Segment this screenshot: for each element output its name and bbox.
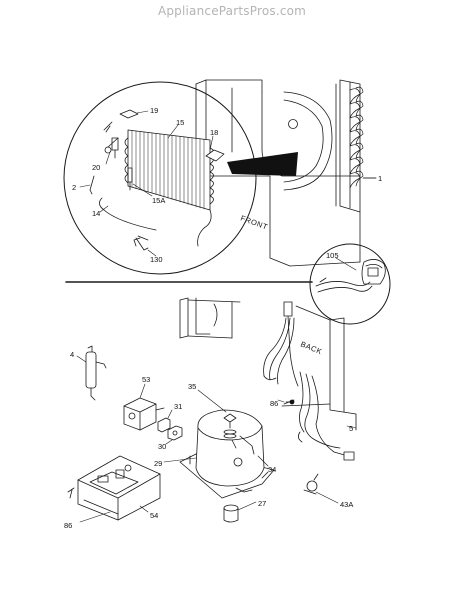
label-86-right: 86	[270, 399, 278, 408]
part-31-30-connectors	[157, 417, 183, 441]
label-86-left: 86	[64, 521, 72, 530]
part-27-grommet	[223, 504, 239, 523]
label-15: 15	[176, 118, 184, 127]
part-54-electrical-box	[77, 455, 161, 521]
part-86-screws	[67, 399, 295, 499]
label-18: 18	[210, 128, 218, 137]
label-20: 20	[92, 163, 100, 172]
part-29-compressor	[179, 409, 275, 499]
label-54: 54	[150, 511, 158, 520]
label-15A: 15A	[152, 196, 165, 205]
leader-lines-bottom	[76, 355, 357, 523]
label-5: 5	[349, 424, 353, 433]
overload-detail-callout	[309, 243, 391, 325]
wiring-harness	[263, 317, 355, 461]
lower-cabinet	[179, 297, 357, 431]
evaporator-detail-callout	[63, 81, 298, 275]
label-1: 1	[378, 174, 382, 183]
label-53: 53	[142, 375, 150, 384]
label-105: 105	[326, 251, 339, 260]
watermark: AppliancePartsPros.com	[157, 4, 307, 18]
label-35: 35	[188, 382, 196, 391]
label-29: 29	[154, 459, 162, 468]
label-34: 34	[268, 465, 276, 474]
label-27: 27	[258, 499, 266, 508]
part-43A-clamp	[303, 473, 319, 495]
label-43A: 43A	[340, 500, 353, 509]
label-2: 2	[72, 183, 76, 192]
evaporator-coil	[124, 129, 214, 247]
label-4: 4	[70, 350, 74, 359]
label-14: 14	[92, 209, 100, 218]
label-19: 19	[150, 106, 158, 115]
condenser-coil	[349, 86, 377, 189]
direction-front: FRONT	[239, 213, 269, 231]
label-31: 31	[174, 402, 182, 411]
direction-back: BACK	[299, 340, 323, 357]
leader-lines-top	[79, 110, 377, 257]
label-130: 130	[150, 255, 163, 264]
evaporator-small-parts	[89, 109, 225, 251]
part-4-dryer	[85, 345, 107, 401]
label-30: 30	[158, 442, 166, 451]
